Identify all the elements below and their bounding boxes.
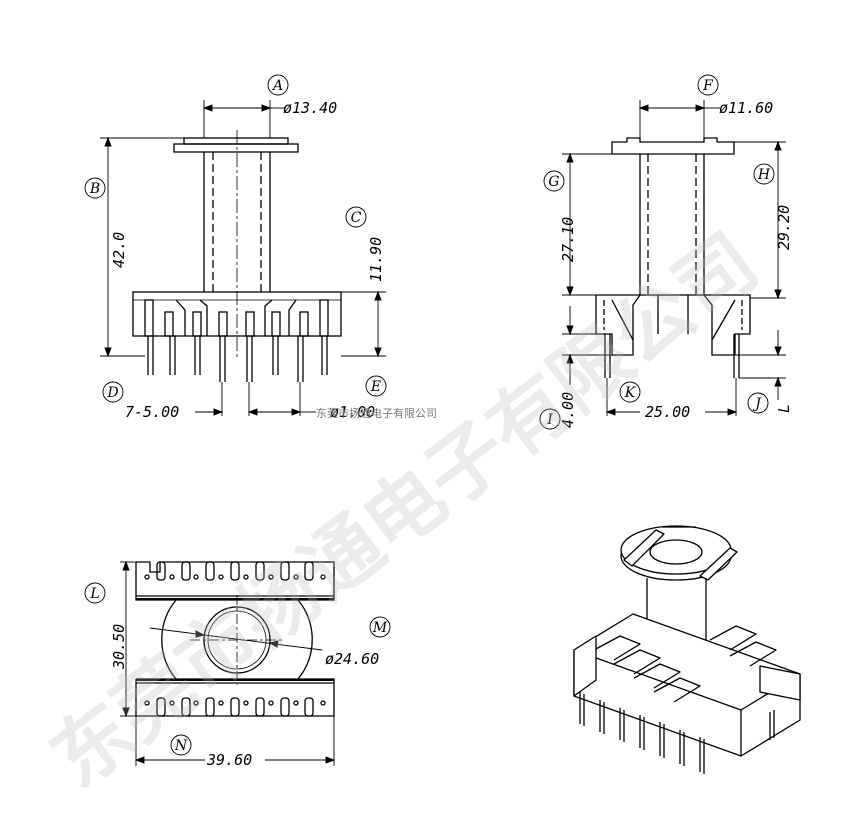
bottom-rail-holes xyxy=(144,700,326,706)
reference-labels xyxy=(84,74,775,756)
watermark-small: 东莞市扬通电子有限公司 xyxy=(316,406,437,420)
label-j: J xyxy=(752,396,762,412)
dim-m-value: ø24.60 xyxy=(325,650,379,668)
dim-n-value: 39.60 xyxy=(206,751,252,769)
dim-i-value: 4.00 xyxy=(559,392,577,428)
dim-d-value: 7-5.00 xyxy=(125,403,179,421)
isometric-view xyxy=(573,525,801,774)
top-rail-slots xyxy=(156,561,314,581)
side-view-dimensions xyxy=(562,100,786,416)
top-rail-holes xyxy=(144,574,326,580)
label-f: F xyxy=(702,78,714,94)
top-view xyxy=(135,561,335,717)
front-view-dimensions xyxy=(100,100,386,416)
label-h: H xyxy=(757,167,771,183)
label-g: G xyxy=(548,174,559,190)
label-a: A xyxy=(271,78,283,94)
label-e: E xyxy=(370,379,381,395)
label-i: I xyxy=(546,412,553,428)
label-l: L xyxy=(89,586,99,602)
dim-f-value: ø11.60 xyxy=(719,99,773,117)
dim-e-value: ø1.00 xyxy=(330,403,375,421)
dim-h-value: 29.20 xyxy=(775,205,793,250)
dimension-values: ø13.40 42.0 11.90 7-5.00 ø1.00 ø11.60 27… xyxy=(110,99,793,769)
label-m: M xyxy=(372,620,388,636)
dim-l-value: 30.50 xyxy=(110,624,128,670)
label-k: K xyxy=(624,385,637,401)
dim-k-value: 25.00 xyxy=(645,403,690,421)
label-n: N xyxy=(174,738,188,754)
top-view-dimensions xyxy=(120,560,336,766)
dim-b-value: 42.0 xyxy=(110,232,128,268)
label-c: C xyxy=(351,210,362,226)
dim-c-value: 11.90 xyxy=(367,237,385,282)
reference-letters: A B C D E F G H I K J L M N xyxy=(89,78,771,754)
dim-a-value: ø13.40 xyxy=(283,99,337,117)
bottom-rail-slots xyxy=(156,697,314,717)
front-view xyxy=(132,130,342,382)
dim-l2-value: L xyxy=(775,404,793,413)
label-d: D xyxy=(106,385,118,401)
dim-g-value: 27.10 xyxy=(559,217,577,262)
label-b: B xyxy=(89,181,100,197)
